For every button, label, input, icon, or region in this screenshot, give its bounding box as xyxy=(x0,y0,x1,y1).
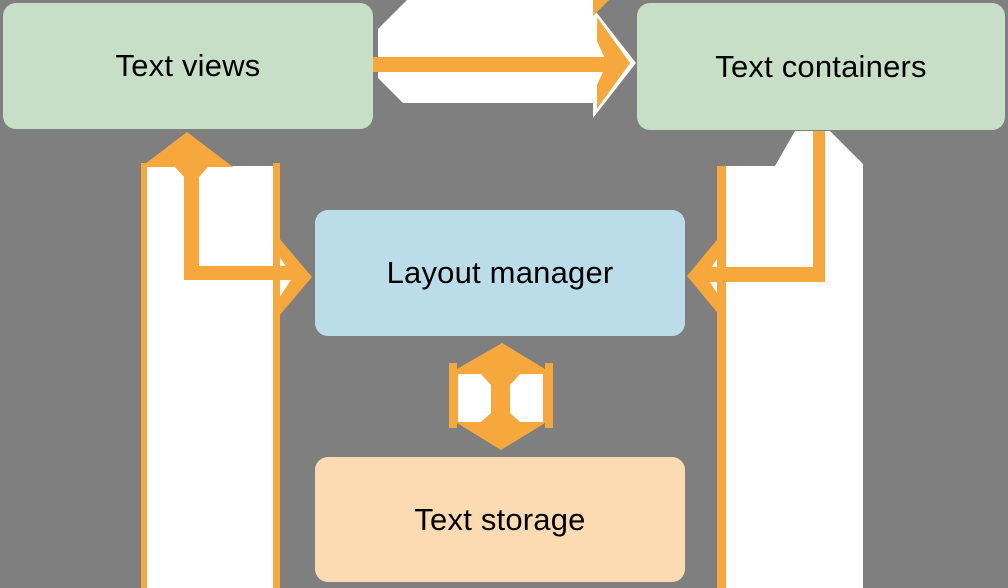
orange-stub-top-edge xyxy=(593,0,609,16)
double-arrow-glyph-orange xyxy=(449,343,553,450)
arrow-up-into-text-views-shaft xyxy=(184,164,199,280)
node-text-storage: Text storage xyxy=(315,457,685,582)
node-text-containers: Text containers xyxy=(637,3,1005,130)
arrow-containers-down-line xyxy=(813,131,825,281)
node-layout-manager-label: Layout manager xyxy=(386,255,614,290)
flow-bar-right-white xyxy=(717,131,863,588)
double-arrow-glyph-white-left xyxy=(458,374,491,422)
arrow-up-into-text-views-head xyxy=(141,132,233,177)
flow-bar-left-white xyxy=(147,166,280,588)
arrow-into-layout-manager-left-band xyxy=(184,266,300,280)
arrow-into-layout-manager-right-head xyxy=(687,229,726,323)
arrow-views-to-containers-shaft xyxy=(373,57,610,72)
arrow-views-to-containers-head xyxy=(597,17,630,109)
arrow-into-layout-manager-right-band xyxy=(700,267,825,282)
node-text-views-label: Text views xyxy=(115,48,261,83)
left-bar-inner-stripe xyxy=(273,163,280,588)
right-bar-edge-stripe xyxy=(717,166,726,588)
node-text-containers-label: Text containers xyxy=(715,48,927,84)
left-bar-outer-stripe xyxy=(141,163,147,588)
node-layout-manager: Layout manager xyxy=(315,210,685,336)
node-text-storage-label: Text storage xyxy=(414,501,586,537)
arrow-into-layout-manager-left-head xyxy=(273,231,312,323)
double-arrow-glyph-white-right xyxy=(510,374,543,422)
node-text-views: Text views xyxy=(3,3,373,129)
